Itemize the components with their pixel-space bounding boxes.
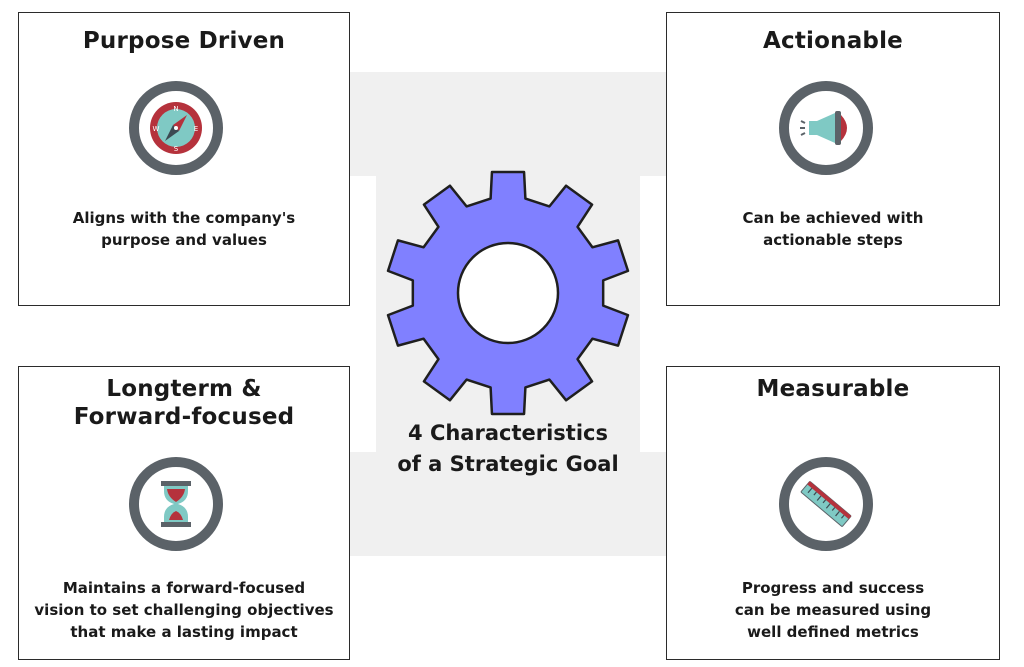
desc-line: actionable steps xyxy=(763,231,903,249)
center-title-line: of a Strategic Goal xyxy=(397,452,619,476)
title-line: Longterm & xyxy=(106,376,262,402)
ruler-icon xyxy=(779,457,873,551)
card-title: Purpose Driven xyxy=(82,28,286,54)
desc-line: vision to set challenging objectives xyxy=(34,601,334,619)
svg-text:S: S xyxy=(174,145,179,153)
desc-line: can be measured using xyxy=(734,601,932,619)
svg-text:W: W xyxy=(153,125,160,133)
desc-line: Can be achieved with xyxy=(742,209,924,227)
megaphone-icon xyxy=(779,81,873,175)
gear-icon xyxy=(386,170,630,416)
card-measurable: Measurable Progress and success can be m… xyxy=(666,366,1000,660)
desc-line: Progress and success xyxy=(741,579,925,597)
center-title-line: 4 Characteristics xyxy=(408,421,608,445)
desc-line: well defined metrics xyxy=(747,623,919,641)
card-description: Maintains a forward-focused vision to se… xyxy=(19,577,349,643)
card-description: Aligns with the company's purpose and va… xyxy=(19,207,349,251)
desc-line: Maintains a forward-focused xyxy=(62,579,306,597)
card-title: Longterm & Forward-focused xyxy=(19,375,349,431)
card-actionable: Actionable Can be achieved with actionab… xyxy=(666,12,1000,306)
desc-line: purpose and values xyxy=(101,231,267,249)
card-description: Progress and success can be measured usi… xyxy=(667,577,999,643)
card-title: Measurable xyxy=(756,376,910,402)
svg-text:E: E xyxy=(194,125,198,133)
card-title: Actionable xyxy=(763,28,903,54)
compass-icon: N S W E xyxy=(129,81,223,175)
desc-line: Aligns with the company's xyxy=(72,209,296,227)
svg-text:N: N xyxy=(173,105,178,113)
hourglass-icon xyxy=(129,457,223,551)
card-longterm: Longterm & Forward-focused Maintains a f… xyxy=(18,366,350,660)
card-purpose-driven: Purpose Driven N S W E Aligns with the c… xyxy=(18,12,350,306)
card-description: Can be achieved with actionable steps xyxy=(667,207,999,251)
desc-line: that make a lasting impact xyxy=(70,623,298,641)
title-line: Forward-focused xyxy=(73,404,295,430)
center-title: 4 Characteristics of a Strategic Goal xyxy=(390,418,626,480)
